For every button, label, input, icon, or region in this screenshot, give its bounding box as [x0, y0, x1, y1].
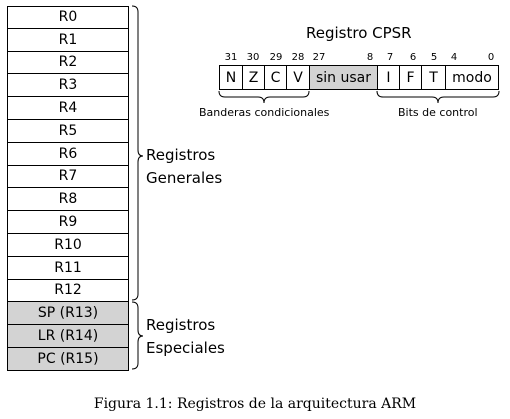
cpsr-field-v: V: [286, 65, 309, 90]
general-label-line1: Registros: [146, 146, 216, 164]
register-r10: R10: [7, 233, 129, 257]
register-stack: R0 R1 R2 R3 R4 R5 R6 R7 R8 R9 R10 R11 R1…: [7, 6, 129, 371]
cpsr-field-mode: modo: [445, 65, 499, 90]
bit-number: 4: [450, 52, 458, 63]
cpsr-field-i: I: [377, 65, 399, 90]
bit-number: 28: [291, 52, 305, 63]
register-r2: R2: [7, 51, 129, 75]
bit-number: 8: [366, 52, 374, 63]
cpsr-field-c: C: [264, 65, 286, 90]
bit-number: 5: [430, 52, 438, 63]
register-r7: R7: [7, 165, 129, 189]
figure-caption: Figura 1.1: Registros de la arquitectura…: [93, 396, 417, 412]
cpsr-field-n: N: [219, 65, 242, 90]
bit-number: 30: [246, 52, 260, 63]
general-label-line2: Generales: [146, 169, 223, 187]
flags-label: Banderas condicionales: [199, 106, 330, 119]
flags-underbrace: [218, 90, 310, 104]
bit-number: 6: [409, 52, 417, 63]
bit-number: 29: [269, 52, 283, 63]
register-r0: R0: [7, 6, 129, 29]
register-pc: PC (R15): [7, 347, 129, 371]
special-label-line1: Registros: [146, 316, 216, 334]
register-r12: R12: [7, 279, 129, 303]
register-lr: LR (R14): [7, 325, 129, 348]
bit-number: 7: [386, 52, 394, 63]
special-registers-brace: [131, 301, 144, 370]
bit-number: 31: [224, 52, 238, 63]
special-label-line2: Especiales: [146, 339, 225, 357]
general-registers-brace: [131, 5, 144, 301]
register-sp: SP (R13): [7, 302, 129, 326]
register-r11: R11: [7, 256, 129, 280]
register-r4: R4: [7, 97, 129, 120]
cpsr-field-t: T: [421, 65, 445, 90]
register-r5: R5: [7, 119, 129, 143]
register-r9: R9: [7, 211, 129, 234]
cpsr-field-z: Z: [242, 65, 264, 90]
register-r1: R1: [7, 28, 129, 52]
cpsr-field-unused: sin usar: [309, 65, 377, 90]
register-r6: R6: [7, 142, 129, 166]
cpsr-register: N Z C V sin usar I F T modo: [219, 65, 499, 90]
general-registers-label: Registros Generales: [146, 144, 222, 190]
cpsr-field-f: F: [399, 65, 421, 90]
control-bits-underbrace: [376, 90, 500, 104]
cpsr-title: Registro CPSR: [306, 24, 412, 42]
bit-number: 0: [487, 52, 495, 63]
control-bits-label: Bits de control: [398, 106, 478, 119]
bit-number: 27: [312, 52, 326, 63]
register-r8: R8: [7, 188, 129, 212]
special-registers-label: Registros Especiales: [146, 314, 225, 360]
register-r3: R3: [7, 74, 129, 98]
